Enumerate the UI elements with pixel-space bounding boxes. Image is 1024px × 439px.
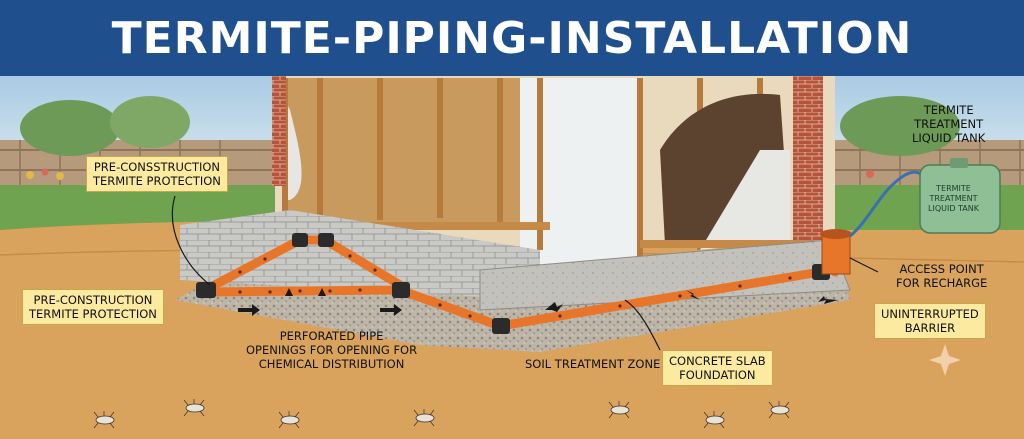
- title-banner: TERMITE-PIPING-INSTALLATION: [0, 0, 1024, 76]
- label-tank-text: TERMITE TREATMENT LIQUID TANK: [912, 103, 986, 145]
- label-soil-treatment-zone: SOIL TREATMENT ZONE: [525, 357, 660, 371]
- tree-icon: [20, 96, 960, 156]
- label-perforated-pipe: PERFORATED PIPE OPENINGS FOR OPENING FOR…: [246, 329, 417, 371]
- tank-body-label: TERMITE TREATMENT LIQUID TANK: [928, 184, 979, 214]
- block-wall: [180, 210, 540, 300]
- pipe-joints: [196, 233, 830, 334]
- label-pre-construction-top: PRE-CONSSTRUCTION TERMITE PROTECTION: [86, 156, 228, 192]
- pipe-holes: [238, 254, 792, 318]
- termite-icon: [95, 403, 790, 425]
- page-title: TERMITE-PIPING-INSTALLATION: [111, 12, 913, 64]
- callout-leaders: [171, 195, 879, 351]
- sparkle-icon: [929, 344, 961, 376]
- tank: [919, 158, 1001, 234]
- label-uninterrupted-barrier-text: UNINTERRUPTED BARRIER: [881, 307, 979, 335]
- label-pre-construction-left: PRE-CONSTRUCTION TERMITE PROTECTION: [22, 289, 164, 325]
- label-access-point-text: ACCESS POINT FOR RECHARGE: [896, 262, 988, 290]
- flow-arrows: [238, 288, 838, 316]
- tank-body-label-text: TERMITE TREATMENT LIQUID TANK: [928, 184, 979, 213]
- label-concrete-slab: CONCRETE SLAB FOUNDATION: [662, 350, 773, 386]
- access-riser: [820, 229, 852, 275]
- label-pre-construction-left-text: PRE-CONSTRUCTION TERMITE PROTECTION: [29, 293, 157, 321]
- label-soil-treatment-zone-text: SOIL TREATMENT ZONE: [525, 357, 661, 371]
- house: [272, 76, 835, 278]
- concrete-slab: [479, 239, 851, 311]
- label-uninterrupted-barrier: UNINTERRUPTED BARRIER: [874, 303, 986, 339]
- label-concrete-slab-text: CONCRETE SLAB FOUNDATION: [669, 354, 766, 382]
- label-pre-construction-top-text: PRE-CONSSTRUCTION TERMITE PROTECTION: [93, 160, 221, 188]
- label-tank: TERMITE TREATMENT LIQUID TANK: [912, 103, 985, 145]
- termite-legs: [93, 399, 790, 429]
- label-perforated-pipe-text: PERFORATED PIPE OPENINGS FOR OPENING FOR…: [246, 329, 418, 371]
- label-access-point: ACCESS POINT FOR RECHARGE: [896, 262, 987, 290]
